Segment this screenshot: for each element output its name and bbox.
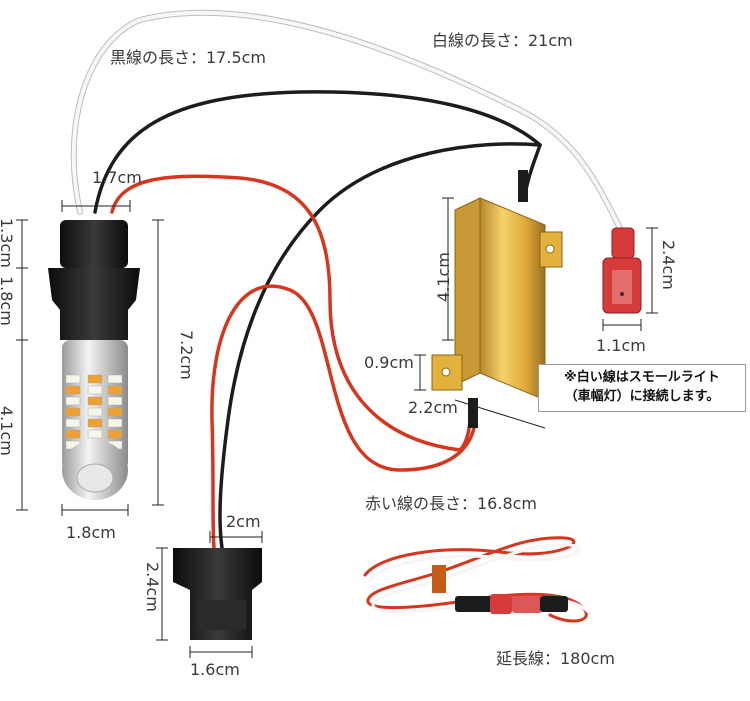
spade-terminal [602,227,642,314]
note-line-2: （車幅灯）に接続します。 [564,388,720,404]
bulb-total-height-label: 7.2cm [177,330,196,380]
resistor-height-label: 0.9cm [364,353,414,372]
connector-width-label: 1.6cm [190,660,240,679]
bulb-width-label: 1.8cm [66,523,116,542]
extension-wire-coil [363,536,592,623]
socket-wire-gap-label: 1.7cm [92,168,142,187]
white-wire-length-label: 白線の長さ：21cm [432,31,573,50]
load-resistor [431,170,563,428]
connector-top-width-label: 2cm [226,512,261,531]
extension-wire-label: 延長線：180cm [496,649,615,668]
led-chip-array [65,374,123,450]
bulb-base-height-label: 1.3cm [0,218,16,268]
connector-height-label: 2.4cm [143,562,162,612]
led-bulb [48,220,140,500]
black-wire-length-label: 黒線の長さ：17.5cm [110,48,267,67]
red-wire-length-label: 赤い線の長さ：16.8cm [365,494,538,513]
terminal-width-label: 1.1cm [596,336,646,355]
resistor-width-label: 2.2cm [408,398,458,417]
bulb-collar-height-label: 1.8cm [0,276,16,326]
white-wire-note: ※白い線はスモールライト （車幅灯）に接続します。 [538,364,746,412]
white-wire [70,9,625,235]
terminal-height-label: 2.4cm [659,240,678,290]
bulb-body-height-label: 4.1cm [0,406,16,456]
red-wire [110,174,478,550]
note-line-1: ※白い線はスモールライト [564,370,720,385]
dimension-lines [16,197,658,658]
resistor-length-label: 4.1cm [434,252,453,302]
socket-connector [173,548,262,640]
